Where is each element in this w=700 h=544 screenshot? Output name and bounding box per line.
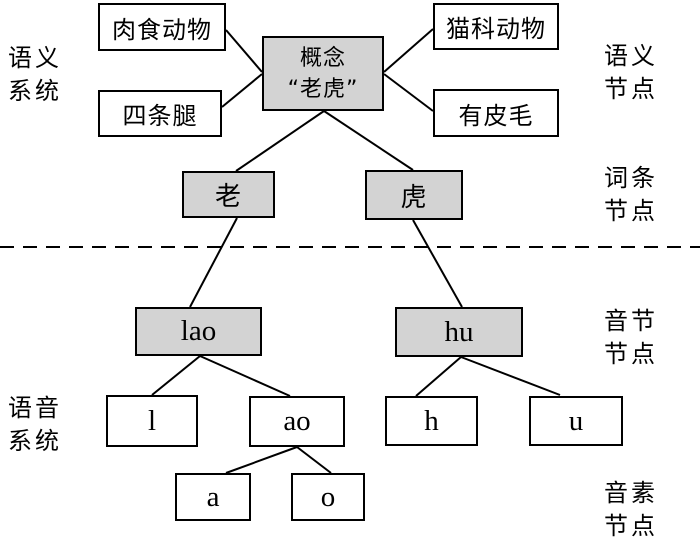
label-phonetic-system: 语音 系统 [8,392,62,458]
node-four-legs: 四条腿 [98,90,222,137]
label-semantic-system-line1: 语义 [8,44,62,72]
edge-wordlao-syllao [189,217,238,308]
node-carnivore: 肉食动物 [98,3,226,51]
node-phoneme-ao: ao [249,396,345,447]
label-lexical-node: 词条 节点 [604,162,658,228]
edge-concept-fur [383,73,434,112]
label-phonetic-system-line1: 语音 [8,394,62,422]
node-concept-tiger: 概念 “老虎” [262,36,384,111]
label-semantic-node-line2: 节点 [604,75,658,103]
node-feline: 猫科动物 [433,3,559,50]
label-lexical-node-line1: 词条 [604,164,658,192]
edge-ao-o [296,446,332,474]
edge-concept-wordlao [235,110,325,172]
edge-syllao-ao [199,355,291,397]
edge-fourlegs-concept [221,73,263,108]
node-has-fur: 有皮毛 [433,89,559,137]
node-phoneme-a: a [175,473,251,521]
node-syllable-lao: lao [135,307,262,356]
edge-concept-wordhu [323,110,414,171]
edge-wordhu-sylhu [412,219,463,308]
node-word-lao: 老 [182,171,275,218]
node-phoneme-l: l [106,395,198,447]
label-semantic-node-line1: 语义 [604,42,658,70]
label-phoneme-node-line2: 节点 [604,512,658,540]
label-phoneme-node: 音素 节点 [604,477,658,543]
label-semantic-system: 语义 系统 [8,42,62,108]
concept-line1: 概念 [299,45,346,71]
node-syllable-hu: hu [395,307,523,357]
label-phoneme-node-line1: 音素 [604,479,658,507]
edge-sylhu-h [415,356,462,397]
label-lexical-node-line2: 节点 [604,197,658,225]
edge-ao-a [225,446,298,474]
node-word-hu: 虎 [365,170,463,220]
edge-carnivore-concept [225,29,263,73]
node-phoneme-o: o [291,473,365,521]
node-phoneme-h: h [385,396,478,446]
concept-line2: “老虎” [287,76,359,102]
edge-syllao-l [151,355,201,396]
label-syllable-node: 音节 节点 [604,305,658,371]
edge-concept-feline [383,28,434,73]
label-semantic-node: 语义 节点 [604,40,658,106]
edge-sylhu-u [460,356,561,396]
label-syllable-node-line2: 节点 [604,340,658,368]
label-phonetic-system-line2: 系统 [8,427,62,455]
label-syllable-node-line1: 音节 [604,307,658,335]
node-phoneme-u: u [529,396,623,446]
label-semantic-system-line2: 系统 [8,77,62,105]
